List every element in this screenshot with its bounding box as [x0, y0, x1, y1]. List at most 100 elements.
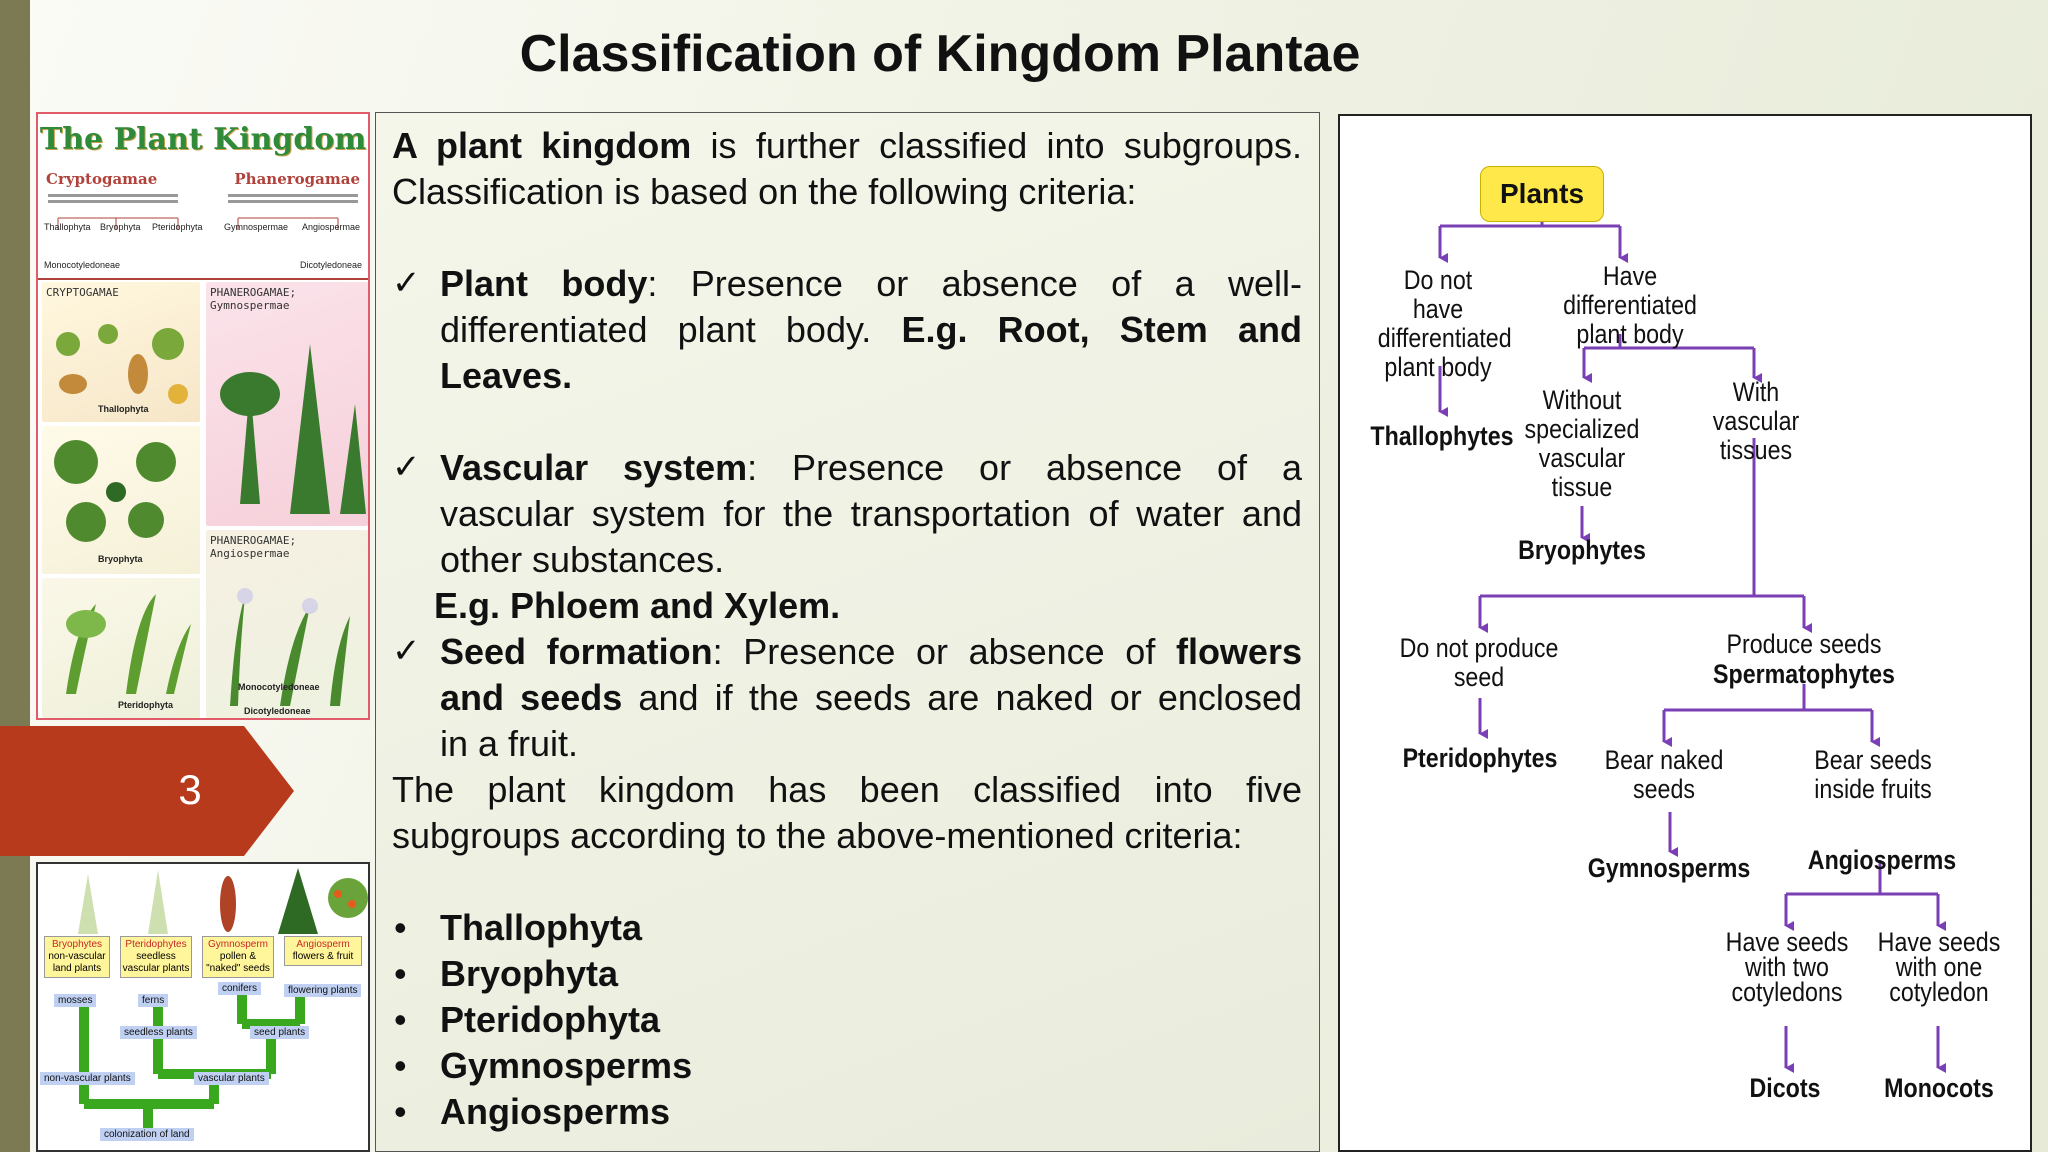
poster-dicot-caption: Dicotyledoneae — [244, 706, 311, 716]
evo-angiosperm-desc: flowers & fruit — [292, 951, 354, 962]
bullet-2: • — [394, 953, 407, 994]
poster-phanerogamae-heading: Phanerogamae — [234, 170, 360, 188]
poster-angio-section: PHANEROGAMAE; Angiospermae — [210, 534, 297, 560]
flow-node-no-diff: Do not have differentiated plant body — [1377, 265, 1512, 382]
subgroup-bryophyta: Bryophyta — [440, 953, 619, 994]
evo-bryophytes-name: Bryophytes — [51, 939, 103, 950]
bullet-4: • — [394, 1045, 407, 1086]
poster-monocot-label: Monocotyledoneae — [44, 260, 121, 270]
flow-node-pteridophytes: Pteridophytes — [1402, 743, 1558, 773]
evo-tag-mosses: mosses — [54, 994, 97, 1007]
check-mark-2: ✓ — [392, 448, 421, 486]
flow-node-without-vascular: Without specialized vascular tissue — [1524, 385, 1640, 502]
criterion-3-seeds: and seeds — [440, 677, 623, 718]
check-mark-1: ✓ — [392, 264, 421, 302]
criterion-2-text-1: : Presence or absence of a — [747, 447, 1302, 488]
evo-tag-flowering: flowering plants — [284, 984, 362, 997]
bullet-1: • — [394, 907, 407, 948]
flow-node-no-seed: Do not produce seed — [1399, 633, 1559, 692]
evo-angiosperm-name: Angiosperm — [296, 939, 350, 950]
flow-node-angiosperms: Angiosperms — [1807, 845, 1957, 875]
poster-pteridophyta-label: Pteridophyta — [152, 222, 203, 232]
criterion-1-text-2: differentiated plant body. — [440, 309, 902, 350]
criteria-text-panel: A plant kingdom is further classified in… — [375, 112, 1320, 1152]
criterion-3-title: Seed formation — [440, 631, 713, 672]
poster-bryophyta-caption: Bryophyta — [98, 554, 143, 564]
criterion-2-example: E.g. Phloem and Xylem. — [434, 585, 841, 626]
intro-line-2: Classification is based on the following… — [392, 171, 1137, 212]
poster-dicot-label: Dicotyledoneae — [299, 260, 362, 270]
evo-pteridophytes-desc: seedless vascular plants — [122, 951, 190, 974]
flowchart-arrows — [1438, 222, 1946, 1073]
subgroup-angiosperms: Angiosperms — [440, 1091, 671, 1132]
criterion-1-title: Plant body — [440, 263, 648, 304]
criterion-1-line-1: Plant body: Presence or absence of a wel… — [440, 261, 1302, 307]
criterion-2-line-3: other substances. — [440, 539, 725, 580]
summary-line-1: The plant kingdom has been classified in… — [392, 769, 1302, 810]
criterion-3-text-1: : Presence or absence of — [712, 631, 1176, 672]
flow-node-two-cotyledons: Have seeds with two cotyledons — [1725, 927, 1849, 1007]
evo-tag-vascular: vascular plants — [194, 1072, 269, 1085]
criterion-3-line-1: Seed formation: Presence or absence of f… — [440, 629, 1302, 675]
criterion-3-text-2: and if the seeds are naked or enclosed — [622, 677, 1302, 718]
evo-pteridophytes-box: Pteridophytes seedless vascular plants — [120, 936, 192, 978]
evo-pteridophytes-name: Pteridophytes — [125, 939, 187, 950]
flow-node-produce-seeds: Produce seeds — [1726, 629, 1882, 659]
plant-kingdom-poster: The Plant Kingdom Cryptogamae Phanerogam… — [36, 112, 370, 720]
poster-bryophyta-label: Bryophyta — [100, 222, 141, 232]
flow-node-monocots: Monocots — [1884, 1073, 1994, 1103]
evo-gymnosperm-desc: pollen & "naked" seeds — [206, 951, 270, 974]
page-number-arrow — [0, 726, 294, 856]
flow-node-naked-seeds: Bear naked seeds — [1604, 745, 1724, 804]
intro-rest: is further classified into subgroups. — [691, 125, 1302, 166]
poster-title: The Plant Kingdom — [39, 122, 367, 157]
poster-gymnospermae-label: Gymnospermae — [224, 222, 289, 232]
poster-monocot-caption: Monocotyledoneae — [238, 682, 320, 692]
criterion-1-line-2: differentiated plant body. E.g. Root, St… — [440, 307, 1302, 353]
evo-bryophytes-desc: non-vascular land plants — [48, 951, 106, 974]
flow-node-bryophytes: Bryophytes — [1518, 535, 1646, 565]
criterion-2-line-2: vascular system for the transportation o… — [440, 493, 1302, 534]
evo-tag-seed-plants: seed plants — [250, 1026, 310, 1039]
evolution-tree-lines — [78, 868, 368, 1134]
evo-tag-ferns: ferns — [138, 994, 169, 1007]
poster-cryptogamae-heading: Cryptogamae — [46, 170, 158, 188]
left-accent-bar — [0, 0, 30, 1152]
intro-line-1: A plant kingdom is further classified in… — [392, 123, 1302, 169]
criterion-3-line-2: and seeds and if the seeds are naked or … — [440, 675, 1302, 721]
evo-gymnosperm-box: Gymnosperm pollen & "naked" seeds — [202, 936, 274, 978]
slide-title: Classification of Kingdom Plantae — [519, 25, 1361, 83]
poster-angiospermae-label: Angiospermae — [302, 222, 361, 232]
subgroup-pteridophyta: Pteridophyta — [440, 999, 661, 1040]
poster-thallophyta-caption: Thallophyta — [98, 404, 149, 414]
check-mark-3: ✓ — [392, 632, 421, 670]
summary-line-2: subgroups according to the above-mention… — [392, 815, 1243, 856]
criterion-1-example: E.g. Root, Stem and — [901, 309, 1302, 350]
evo-tag-seedless: seedless plants — [120, 1026, 197, 1039]
flow-node-dicots: Dicots — [1749, 1073, 1821, 1103]
flow-node-have-diff: Have differentiated plant body — [1563, 261, 1697, 349]
poster-cryptogamae-section: CRYPTOGAMAE — [46, 286, 119, 299]
flow-node-one-cotyledon: Have seeds with one cotyledon — [1877, 927, 2001, 1007]
subgroup-thallophyta: Thallophyta — [440, 907, 643, 948]
bullet-3: • — [394, 999, 407, 1040]
evo-gymnosperm-name: Gymnosperm — [207, 939, 268, 950]
flow-node-plants: Plants — [1480, 166, 1604, 222]
evo-bryophytes-box: Bryophytes non-vascular land plants — [44, 936, 110, 978]
criterion-1-text-1: : Presence or absence of a well- — [647, 263, 1303, 304]
subgroup-gymnosperms: Gymnosperms — [440, 1045, 693, 1086]
poster-pteridophyta-caption: Pteridophyta — [118, 700, 174, 710]
evo-tag-nonvascular: non-vascular plants — [40, 1072, 135, 1085]
criterion-2-title: Vascular system — [440, 447, 748, 488]
flow-node-thallophytes: Thallophytes — [1370, 421, 1514, 451]
criterion-1-line-3: Leaves. — [440, 355, 573, 396]
poster-tree-lines — [48, 194, 358, 230]
bullet-5: • — [394, 1091, 407, 1132]
flow-node-gymnosperms: Gymnosperms — [1587, 853, 1751, 883]
intro-bold: A plant kingdom — [392, 125, 692, 166]
page-number: 3 — [178, 766, 202, 813]
flow-node-seeds-fruits: Bear seeds inside fruits — [1814, 745, 1932, 804]
poster-thallophyta-label: Thallophyta — [44, 222, 91, 232]
flow-node-spermatophytes: Spermatophytes — [1713, 659, 1895, 689]
plant-evolution-tree: Bryophytes non-vascular land plants Pter… — [36, 862, 370, 1152]
